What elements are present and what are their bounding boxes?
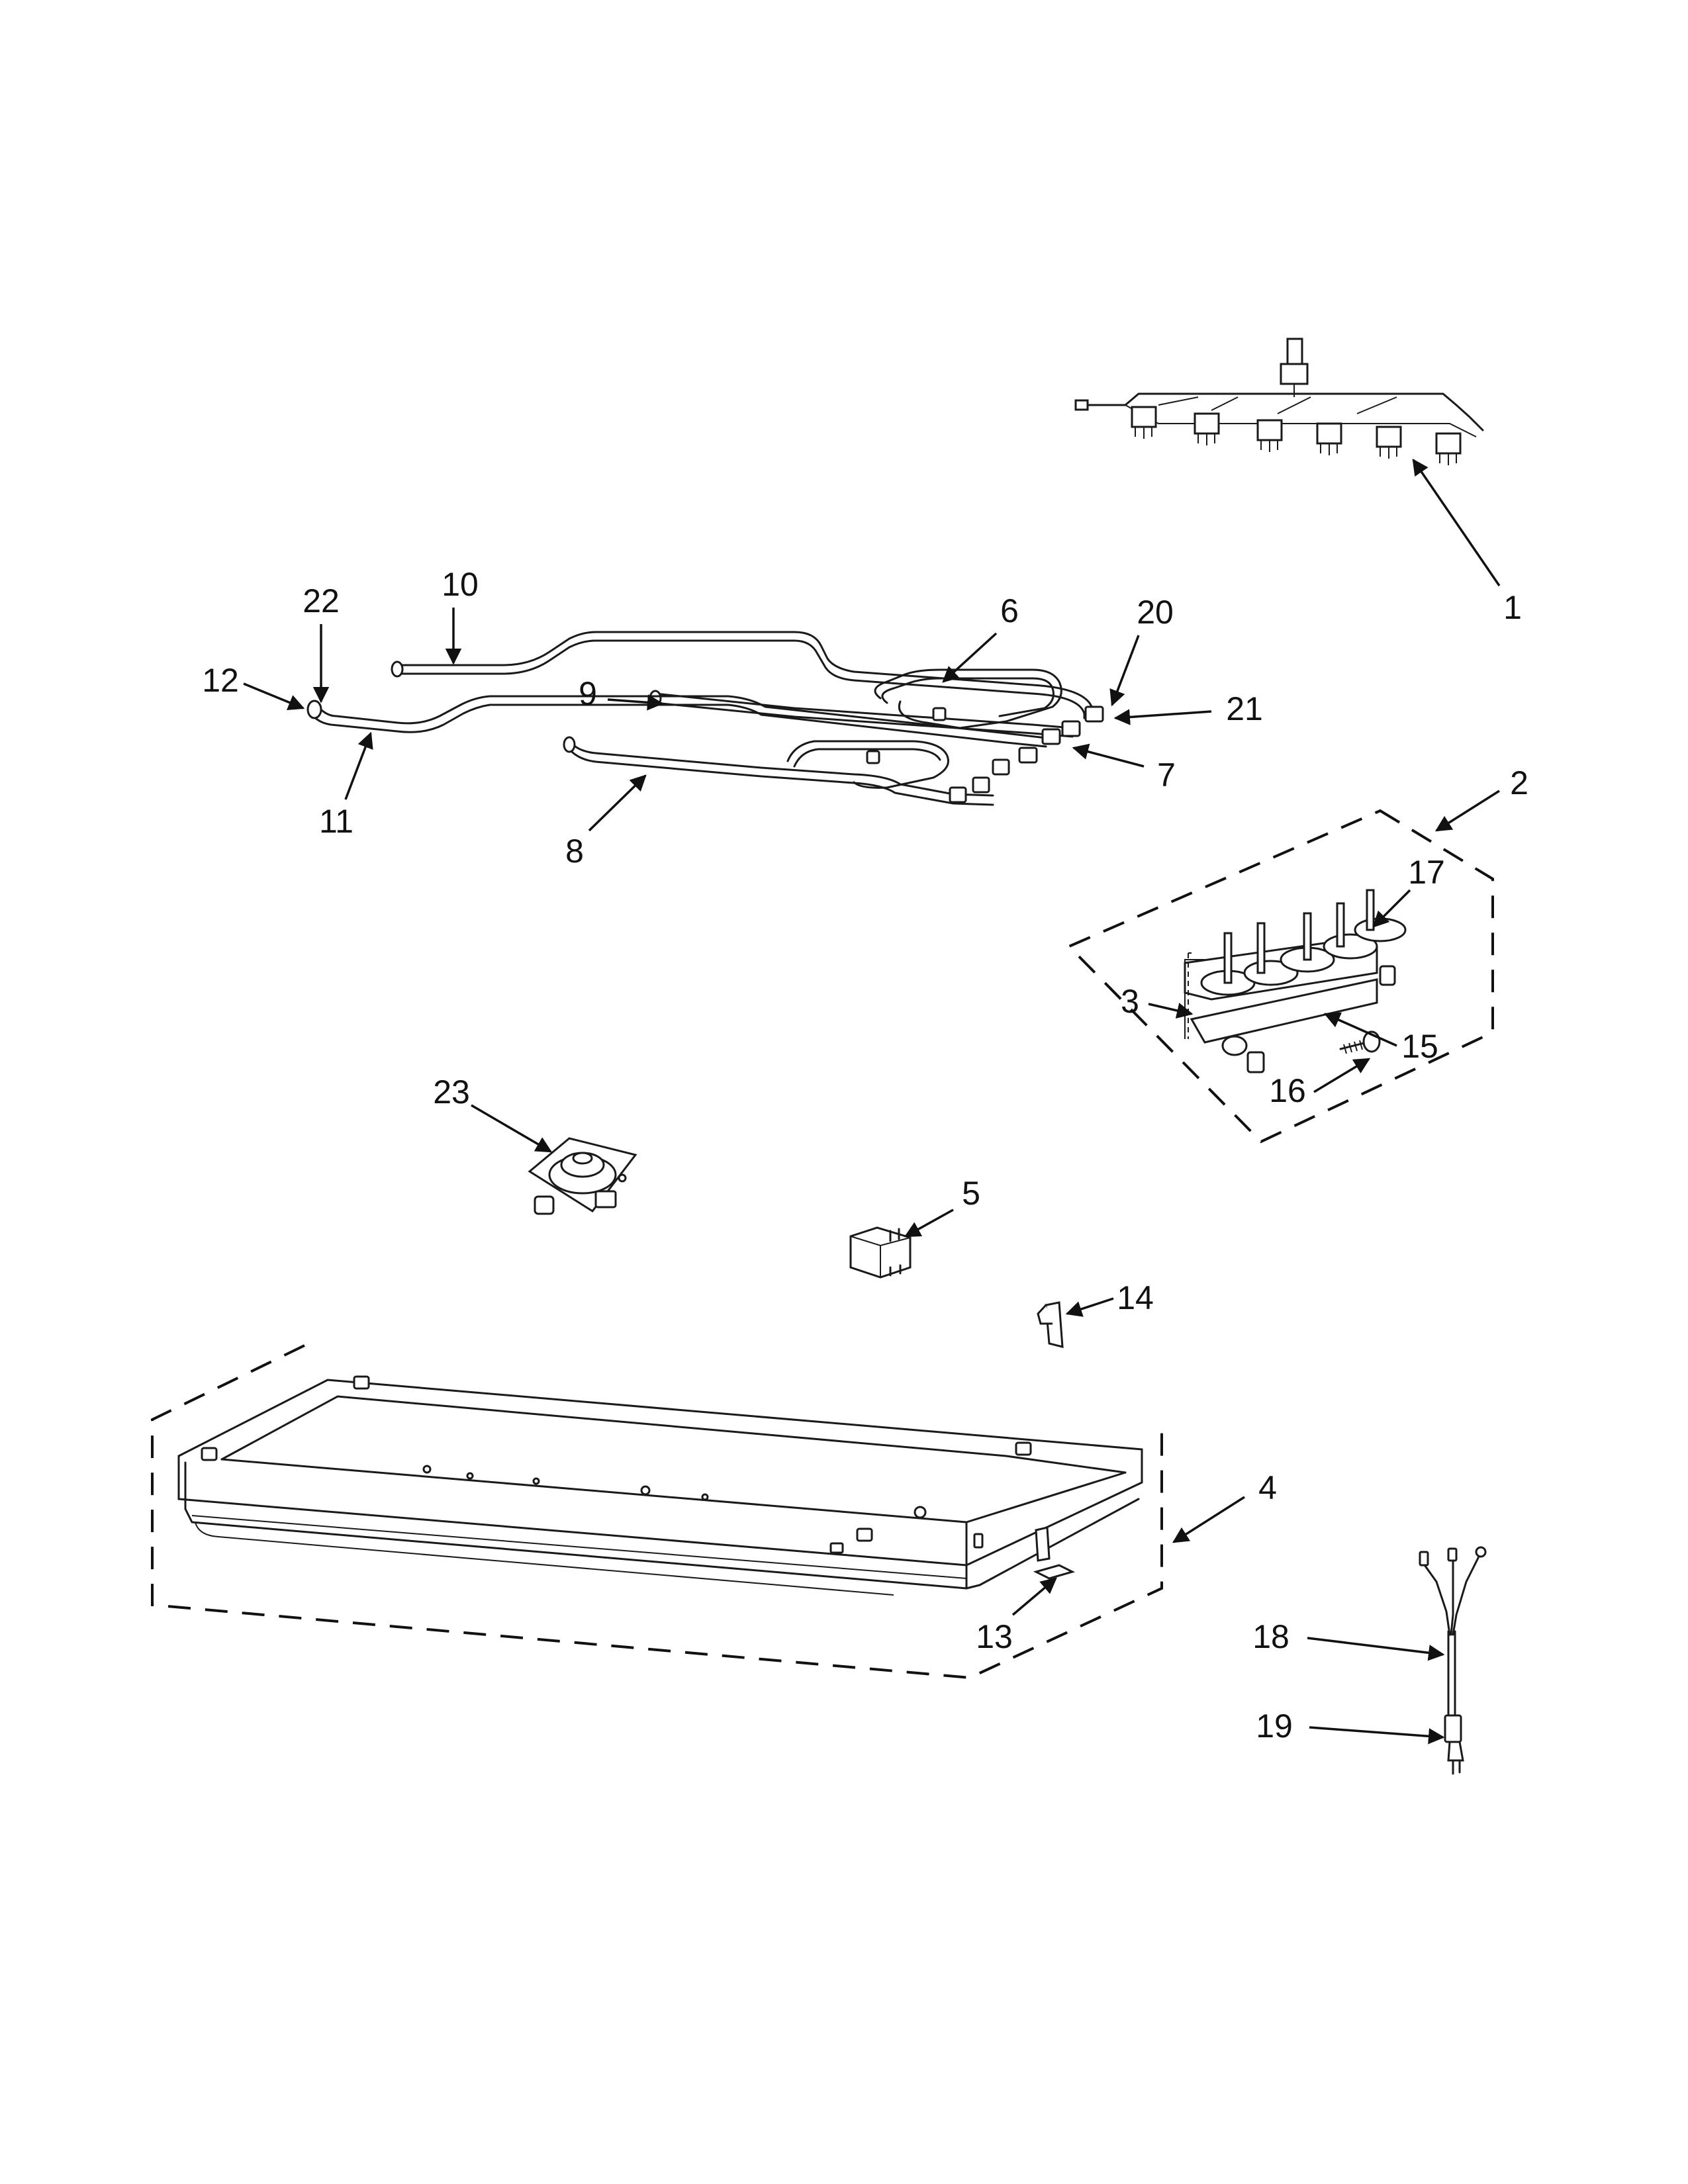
callout-3: 3 — [1121, 983, 1139, 1020]
callout-1: 1 — [1503, 589, 1522, 626]
relay-part — [849, 1226, 912, 1279]
bracket-part — [1037, 1301, 1064, 1348]
callout-2: 2 — [1510, 764, 1528, 801]
callout-13: 13 — [976, 1618, 1013, 1655]
callout-18: 18 — [1252, 1618, 1289, 1655]
knob-switch-part — [528, 1137, 637, 1215]
base-pan-part — [151, 1344, 1163, 1680]
callout-8: 8 — [565, 833, 584, 870]
callout-16: 16 — [1269, 1072, 1306, 1109]
valve-manifold-part — [1066, 809, 1494, 1144]
callouts: 1 2 3 4 5 6 7 8 9 10 11 12 13 — [202, 458, 1528, 1745]
callout-6: 6 — [1000, 592, 1019, 629]
callout-17: 17 — [1408, 854, 1445, 891]
callout-23: 23 — [433, 1073, 470, 1111]
callout-4: 4 — [1258, 1469, 1277, 1506]
callout-20: 20 — [1137, 594, 1174, 631]
callout-12: 12 — [202, 662, 239, 699]
callout-19: 19 — [1256, 1707, 1293, 1745]
callout-22: 22 — [303, 582, 340, 619]
power-cord-part — [1419, 1546, 1487, 1775]
switch-harness-part — [1074, 338, 1484, 465]
callout-15: 15 — [1401, 1028, 1438, 1065]
callout-5: 5 — [962, 1175, 980, 1212]
gas-tubes-assembly — [306, 631, 1104, 806]
callout-10: 10 — [442, 566, 479, 603]
callout-21: 21 — [1226, 690, 1263, 727]
callout-9: 9 — [579, 675, 597, 712]
callout-7: 7 — [1157, 756, 1176, 794]
callout-11: 11 — [319, 803, 353, 840]
callout-14: 14 — [1117, 1279, 1154, 1316]
